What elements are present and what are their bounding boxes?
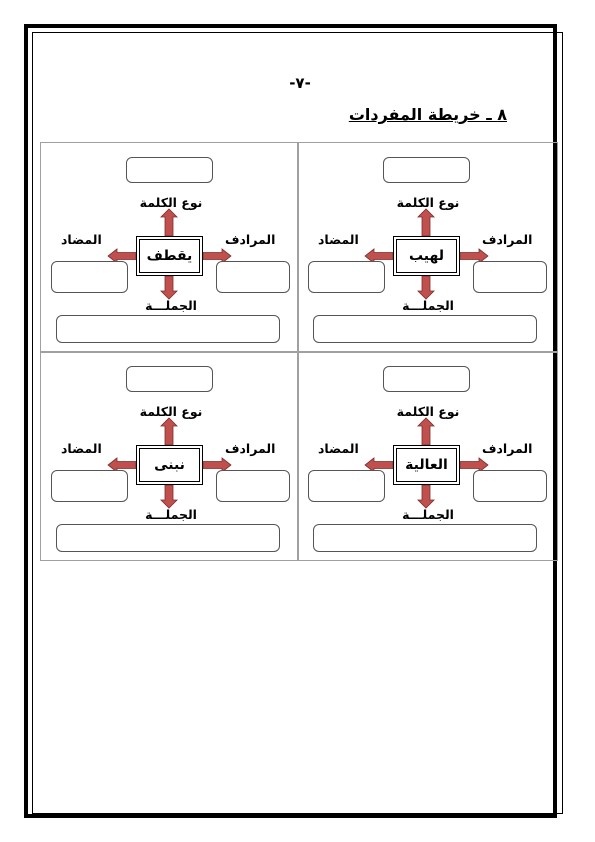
word-type-answer-box[interactable] bbox=[126, 366, 213, 392]
word-type-label: نوع الكلمة bbox=[139, 195, 203, 210]
center-word: لهيب bbox=[393, 236, 460, 276]
page-number: -٧- bbox=[289, 74, 311, 92]
antonym-answer-box[interactable] bbox=[308, 470, 385, 502]
arrow-right-icon bbox=[202, 457, 232, 473]
page-border-inner bbox=[32, 32, 563, 814]
synonym-answer-box[interactable] bbox=[473, 261, 547, 293]
antonym-label: المضاد bbox=[61, 441, 102, 456]
word-type-answer-box[interactable] bbox=[126, 157, 213, 183]
vocab-card-4: نوع الكلمة المرادف المضاد نبنى الجملـــة bbox=[41, 352, 299, 561]
antonym-label: المضاد bbox=[318, 441, 359, 456]
center-word: العالية bbox=[393, 445, 460, 485]
sentence-answer-box[interactable] bbox=[56, 315, 280, 343]
antonym-answer-box[interactable] bbox=[51, 261, 128, 293]
sentence-label: الجملـــة bbox=[145, 507, 197, 522]
arrows-icon bbox=[107, 208, 232, 300]
synonym-answer-box[interactable] bbox=[473, 470, 547, 502]
word-type-label: نوع الكلمة bbox=[139, 404, 203, 419]
arrows-icon bbox=[364, 208, 489, 300]
antonym-answer-box[interactable] bbox=[308, 261, 385, 293]
arrow-up-icon bbox=[417, 417, 435, 446]
arrow-down-icon bbox=[417, 275, 435, 300]
arrow-right-icon bbox=[459, 248, 489, 264]
vocab-card-2: نوع الكلمة المرادف المضاد يقطف الجملـــة bbox=[41, 143, 299, 352]
synonym-label: المرادف bbox=[482, 232, 533, 247]
antonym-answer-box[interactable] bbox=[51, 470, 128, 502]
page-border-outer bbox=[24, 24, 557, 818]
arrows-icon bbox=[364, 417, 489, 509]
synonym-label: المرادف bbox=[225, 441, 276, 456]
grid-divider-horizontal bbox=[40, 351, 558, 353]
sentence-label: الجملـــة bbox=[145, 298, 197, 313]
vocab-card-3: نوع الكلمة المرادف المضاد العالية الجملـ… bbox=[298, 352, 556, 561]
sentence-label: الجملـــة bbox=[402, 507, 454, 522]
arrow-up-icon bbox=[160, 208, 178, 237]
arrow-left-icon bbox=[364, 457, 394, 473]
synonym-label: المرادف bbox=[225, 232, 276, 247]
arrow-up-icon bbox=[160, 417, 178, 446]
arrow-left-icon bbox=[107, 457, 137, 473]
synonym-label: المرادف bbox=[482, 441, 533, 456]
arrow-down-icon bbox=[417, 484, 435, 509]
arrow-down-icon bbox=[160, 275, 178, 300]
arrow-left-icon bbox=[364, 248, 394, 264]
arrow-up-icon bbox=[417, 208, 435, 237]
synonym-answer-box[interactable] bbox=[216, 261, 290, 293]
word-type-label: نوع الكلمة bbox=[396, 195, 460, 210]
arrow-left-icon bbox=[107, 248, 137, 264]
center-word: نبنى bbox=[136, 445, 203, 485]
section-title: ٨ ـ خريطة المفردات bbox=[348, 105, 507, 124]
arrow-down-icon bbox=[160, 484, 178, 509]
sentence-answer-box[interactable] bbox=[313, 315, 537, 343]
sentence-answer-box[interactable] bbox=[313, 524, 537, 552]
antonym-label: المضاد bbox=[61, 232, 102, 247]
synonym-answer-box[interactable] bbox=[216, 470, 290, 502]
word-type-answer-box[interactable] bbox=[383, 366, 470, 392]
arrow-right-icon bbox=[459, 457, 489, 473]
word-type-label: نوع الكلمة bbox=[396, 404, 460, 419]
center-word: يقطف bbox=[136, 236, 203, 276]
antonym-label: المضاد bbox=[318, 232, 359, 247]
arrows-icon bbox=[107, 417, 232, 509]
sentence-answer-box[interactable] bbox=[56, 524, 280, 552]
word-type-answer-box[interactable] bbox=[383, 157, 470, 183]
vocab-card-1: نوع الكلمة المرادف المضاد لهيب الجملـــة bbox=[298, 143, 556, 352]
arrow-right-icon bbox=[202, 248, 232, 264]
sentence-label: الجملـــة bbox=[402, 298, 454, 313]
